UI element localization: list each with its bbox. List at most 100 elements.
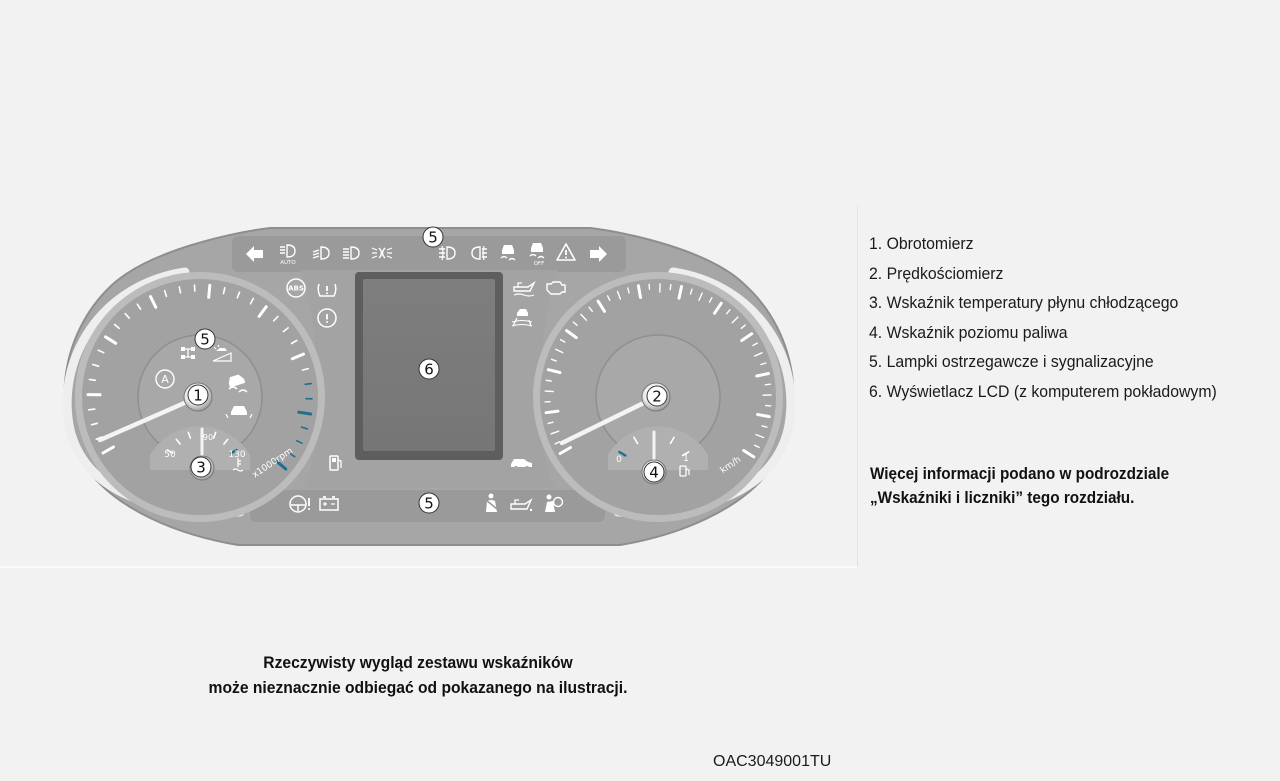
- speedometer-tick: [559, 338, 566, 343]
- tachometer-tick: [104, 335, 118, 345]
- speedometer-tick: [545, 379, 552, 382]
- speedometer-number: 220: [716, 0, 743, 4]
- power-steering-icon: [289, 495, 310, 513]
- fuel-full-label: 1: [683, 454, 689, 464]
- caption-line-2: może nieznacznie odbiegać od pokazanego …: [208, 678, 628, 697]
- temperature-tick: [187, 431, 192, 439]
- legend-item-lcd: 6. Wyświetlacz LCD (z komputerem pokłado…: [869, 381, 1217, 401]
- speedometer-tick: [606, 295, 611, 301]
- temperature-subdial: [150, 426, 250, 470]
- battery-icon: [319, 496, 339, 511]
- tachometer-tick: [90, 422, 99, 426]
- speedometer-tick: [726, 309, 731, 315]
- tachometer-tick: [290, 339, 298, 345]
- tachometer-tick: [288, 452, 296, 458]
- callout-lamps-left: 5: [194, 328, 216, 350]
- tachometer-number: 1: [111, 0, 121, 4]
- turn-right-arrow-icon: [590, 246, 607, 262]
- speedometer-tick: [689, 288, 693, 295]
- speedometer-tick: [544, 409, 560, 415]
- fuel-pump-icon: [679, 465, 690, 477]
- column-separator: [857, 205, 858, 567]
- speedometer-tick: [596, 299, 606, 313]
- tachometer-tick: [249, 297, 255, 305]
- speedometer-tick: [752, 342, 758, 347]
- tachometer-tick: [304, 382, 313, 386]
- speedometer-tick: [554, 348, 564, 354]
- speedometer-tick: [713, 301, 723, 315]
- speedometer-number: 180: [727, 0, 754, 4]
- fuel-empty-label: 0: [616, 455, 622, 465]
- tachometer-number: 4: [202, 0, 212, 4]
- tachometer-tick: [178, 286, 182, 294]
- speedometer-number: 80: [604, 0, 622, 4]
- speedometer-tick: [669, 284, 672, 291]
- speedometer-tick: [708, 297, 713, 303]
- legend-item-fuel: 4. Wskaźnik poziomu paliwa: [869, 322, 1068, 342]
- warning-triangle-icon: [556, 243, 576, 261]
- speedometer-tick: [761, 425, 768, 428]
- speedometer-tick: [580, 313, 588, 321]
- seat-belt-icon: [485, 493, 498, 512]
- speedometer-tick: [755, 372, 770, 378]
- callout-fuel: 4: [643, 461, 665, 483]
- speedometer-tick: [636, 284, 642, 299]
- fuel-tick: [618, 450, 627, 457]
- speedometer-number: 40: [567, 0, 585, 4]
- lane-assist-icon: [511, 309, 533, 327]
- tire-pressure-icon: [317, 283, 337, 297]
- coolant-temperature-icon: [232, 458, 244, 472]
- tachometer-tick: [124, 312, 130, 319]
- speedometer-tick: [550, 430, 560, 435]
- fuel-tick: [669, 436, 675, 445]
- caption-line-1: Rzeczywisty wygląd zestawu wskaźników: [263, 653, 573, 672]
- tachometer-tick: [275, 459, 288, 471]
- speedometer-tick: [677, 285, 683, 300]
- top-lamp-bar: [232, 236, 626, 272]
- tachometer-tick: [290, 352, 305, 361]
- legend-item-temperature: 3. Wskaźnik temperatury płynu chłodząceg…: [869, 293, 1179, 313]
- speedometer-tick: [588, 306, 593, 312]
- tachometer-number: 3: [158, 0, 168, 4]
- legend-item-speedometer: 2. Prędkościomierz: [869, 263, 1004, 283]
- speedometer-tick: [547, 421, 554, 425]
- speedometer-tick: [698, 292, 703, 301]
- more-info-line-1: Więcej informacji podano w podrozdziale: [870, 464, 1170, 483]
- tachometer-tick: [136, 303, 142, 311]
- tachometer-tick: [257, 305, 268, 318]
- legend-list: 1. Obrotomierz 2. Prędkościomierz 3. Wsk…: [869, 233, 1243, 411]
- more-info-line-2: „Wskaźniki i liczniki” tego rozdziału.: [870, 488, 1135, 507]
- callout-lamps-bottom: 5: [418, 492, 440, 514]
- svg-text:4: 4: [649, 464, 659, 482]
- speedometer-tick: [760, 362, 767, 366]
- speedometer-tick: [731, 316, 739, 324]
- callout-lcd: 6: [418, 358, 440, 380]
- esc-off-icon: OFF: [529, 243, 545, 267]
- fuel-subdial: [608, 426, 708, 470]
- svg-text:5: 5: [428, 229, 438, 247]
- fuel-tick: [633, 436, 639, 445]
- parking-brake-icon: [317, 308, 337, 328]
- front-fog-icon: [439, 245, 456, 261]
- svg-text:5: 5: [200, 331, 210, 349]
- turn-left-arrow-icon: [246, 246, 263, 262]
- fuel-tick: [681, 451, 690, 457]
- image-code: OAC3049001TU: [713, 753, 832, 770]
- speedometer-tick: [740, 332, 754, 342]
- tachometer-tick: [297, 410, 313, 416]
- tachometer-tick: [88, 378, 97, 382]
- door-open-icon: [511, 459, 532, 470]
- temperature-tick: [223, 438, 229, 445]
- speedometer-tick: [754, 444, 760, 449]
- speedometer-number: 200: [727, 0, 754, 4]
- speedometer-tick: [616, 290, 622, 300]
- legend-item-lamps: 5. Lampki ostrzegawcze i sygnalizacyjne: [869, 352, 1154, 372]
- tachometer-tick: [92, 363, 100, 368]
- tachometer-tick: [272, 315, 279, 322]
- tachometer-needle: [97, 394, 201, 443]
- temperature-mid-label: 90: [203, 433, 213, 442]
- illustration-caption: Rzeczywisty wygląd zestawu wskaźników mo…: [188, 650, 648, 700]
- high-beam-icon: [343, 246, 360, 260]
- rear-fog-icon: [471, 245, 487, 261]
- speedometer-tick: [550, 358, 557, 362]
